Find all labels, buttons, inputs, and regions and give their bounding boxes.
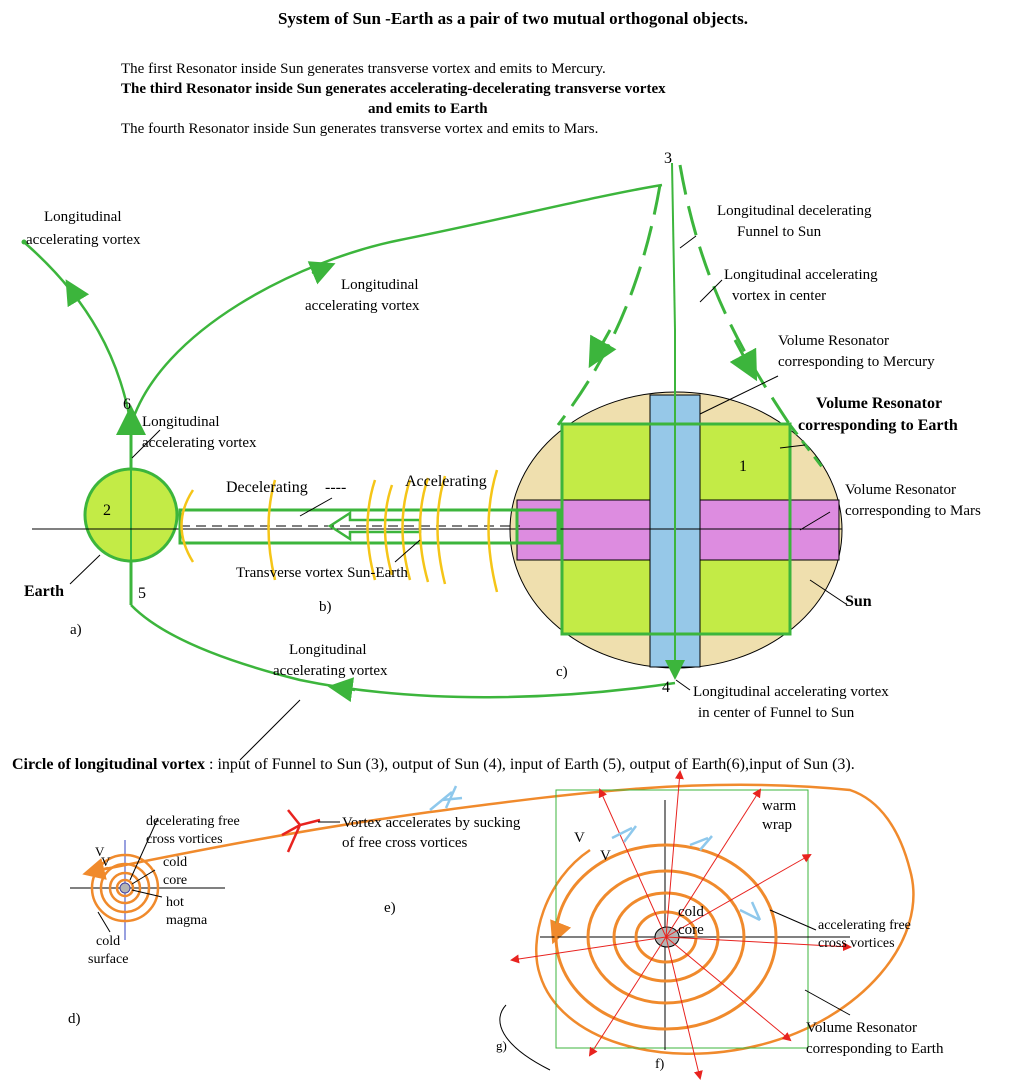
label-hot-magma-2: magma <box>166 913 208 928</box>
far-vortex-arrow <box>65 279 90 308</box>
circle-caption-rest: : input of Funnel to Sun (3), output of … <box>205 756 855 773</box>
label-transverse: Transverse vortex Sun-Earth <box>236 565 408 581</box>
label-warm-wrap-2: wrap <box>762 817 792 833</box>
label-v-big-1: V <box>574 830 585 846</box>
wave-arcs <box>180 469 499 593</box>
label-dashes: ---- <box>325 479 346 496</box>
label-long-acc-center-1: Longitudinal accelerating <box>724 267 878 283</box>
label-long-acc-far-1: Longitudinal <box>44 209 122 225</box>
longitudinal-vortex-far <box>24 242 133 426</box>
label-point-5: 5 <box>138 585 146 602</box>
small-planet-core <box>119 882 131 894</box>
label-point-2: 2 <box>103 502 111 519</box>
label-dec-free-1: decelerating free <box>146 814 240 829</box>
header-line-1: The first Resonator inside Sun generates… <box>121 61 606 77</box>
longitudinal-vortex-top <box>129 183 663 426</box>
label-long-acc-top-2: accelerating vortex <box>305 298 420 314</box>
label-vol-earth-b-2: corresponding to Earth <box>806 1041 944 1057</box>
funnel-left <box>556 184 662 426</box>
label-cold-surface-2: surface <box>88 952 128 967</box>
label-vortex-acc-1: Vortex accelerates by sucking <box>342 815 521 831</box>
label-long-acc-bottom-2: accelerating vortex <box>273 663 388 679</box>
label-cold-surface-1: cold <box>96 934 120 949</box>
label-acc-free-1: accelerating free <box>818 918 911 933</box>
label-acc-free-2: cross vortices <box>818 936 895 951</box>
label-vol-earth-1: Volume Resonator <box>816 395 942 412</box>
page-title: System of Sun -Earth as a pair of two mu… <box>278 9 748 28</box>
label-core-cold-2: core <box>678 922 704 938</box>
leader-lines <box>69 235 847 761</box>
resonator-earth-box <box>555 789 809 1049</box>
label-v-small-2: V <box>101 854 111 869</box>
funnel-left-arrow <box>588 329 617 369</box>
funnel-right <box>678 164 792 426</box>
vortex-trail <box>99 783 915 1056</box>
label-vol-mars-1: Volume Resonator <box>845 482 956 498</box>
label-long-acc-bottom-1: Longitudinal <box>289 642 367 658</box>
label-panel-f: f) <box>655 1057 665 1072</box>
label-dec-free-2: cross vortices <box>146 832 223 847</box>
transverse-vortex-source <box>515 508 561 545</box>
label-vol-mercury-2: corresponding to Mercury <box>778 354 935 370</box>
label-point-3: 3 <box>664 150 672 167</box>
label-v-big-2: V <box>600 848 611 864</box>
label-vortex-acc-2: of free cross vortices <box>342 835 468 851</box>
label-panel-e: e) <box>384 900 396 916</box>
label-hot-magma-1: hot <box>166 895 184 910</box>
free-cross-vortices <box>429 785 762 922</box>
label-earth: Earth <box>24 583 64 600</box>
label-long-acc-far-2: accelerating vortex <box>26 232 141 248</box>
label-cold-core-1: cold <box>163 855 187 870</box>
label-vol-earth-b-1: Volume Resonator <box>806 1020 917 1036</box>
circle-caption: Circle of longitudinal vortex : input of… <box>12 756 855 773</box>
label-warm-wrap-1: warm <box>762 798 796 814</box>
label-long-acc-4-2: in center of Funnel to Sun <box>698 705 855 721</box>
header-line-3: and emits to Earth <box>368 101 488 117</box>
label-vol-mars-2: corresponding to Mars <box>845 503 981 519</box>
label-panel-g: g) <box>496 1038 507 1053</box>
label-vol-earth-2: corresponding to Earth <box>798 417 958 434</box>
header-line-2: The third Resonator inside Sun generates… <box>121 81 666 97</box>
label-long-dec-funnel-1: Longitudinal decelerating <box>717 203 872 219</box>
label-long-acc-4-1: Longitudinal accelerating vortex <box>693 684 889 700</box>
header-line-4: The fourth Resonator inside Sun generate… <box>121 121 598 137</box>
label-long-acc-center-2: vortex in center <box>732 288 826 304</box>
label-panel-d: d) <box>68 1011 81 1027</box>
bottom-vortex-arrow <box>327 677 356 703</box>
label-panel-c: c) <box>556 664 568 680</box>
label-point-1: 1 <box>739 458 747 475</box>
label-v-small-1: V <box>95 844 105 859</box>
circle-caption-bold: Circle of longitudinal vortex <box>12 756 205 773</box>
label-point-4: 4 <box>662 679 670 696</box>
label-accelerating: Accelerating <box>405 473 487 490</box>
radial-arrows <box>510 770 852 1080</box>
bottom-leader-lines <box>97 817 851 1071</box>
label-core-cold-1: cold <box>678 904 704 920</box>
label-cold-core-2: core <box>163 873 187 888</box>
label-point-6: 6 <box>123 396 131 413</box>
label-long-dec-funnel-2: Funnel to Sun <box>737 224 822 240</box>
funnel-right-arrow <box>729 339 758 382</box>
label-long-acc-top-1: Longitudinal <box>341 277 419 293</box>
central-longitudinal-vortex-top <box>671 162 676 331</box>
label-sun: Sun <box>845 593 872 610</box>
transverse-direction-arrow <box>327 510 422 542</box>
top-vortex-arrow <box>307 261 336 285</box>
label-vol-mercury-1: Volume Resonator <box>778 333 889 349</box>
funnel-right-extension <box>788 424 828 473</box>
label-decelerating: Decelerating <box>226 479 308 496</box>
label-panel-a: a) <box>70 622 82 638</box>
big-spiral <box>554 843 778 1031</box>
dec-free-cross-vortices <box>281 809 321 853</box>
small-planet-spiral <box>90 853 160 923</box>
far-vortex-endpoint <box>21 239 27 245</box>
label-panel-b: b) <box>319 599 332 615</box>
trail-arrow-small <box>82 858 109 880</box>
label-long-acc-6-2: accelerating vortex <box>142 435 257 451</box>
label-long-acc-6-1: Longitudinal <box>142 414 220 430</box>
